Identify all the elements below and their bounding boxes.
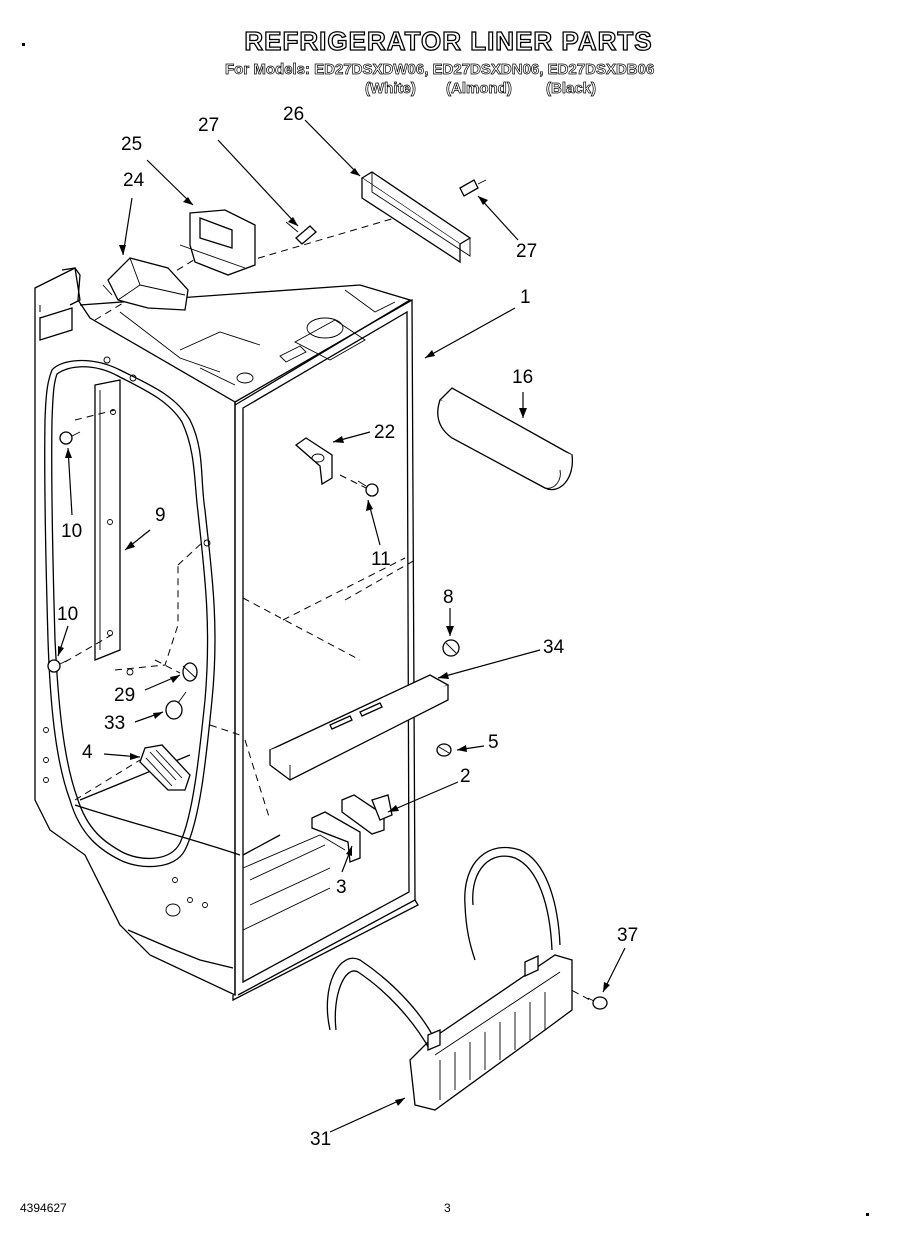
callout-5: 5 bbox=[488, 732, 499, 753]
callout-27-upper: 27 bbox=[198, 115, 219, 136]
part-33-bulb bbox=[165, 691, 187, 720]
callout-1: 1 bbox=[520, 287, 531, 308]
callout-10-lower: 10 bbox=[57, 604, 78, 625]
callout-11: 11 bbox=[371, 549, 391, 570]
callout-3: 3 bbox=[336, 877, 347, 898]
part-29-socket bbox=[182, 662, 198, 682]
liner-body bbox=[34, 214, 591, 1002]
variant-almond: (Almond) bbox=[446, 80, 513, 98]
part-3-bracket bbox=[311, 811, 361, 863]
callout-2: 2 bbox=[460, 766, 471, 787]
part-37-screw bbox=[587, 996, 608, 1010]
part-27-screw-right bbox=[459, 179, 487, 197]
models-line: For Models: ED27DSXDW06, ED27DSXDN06, ED… bbox=[225, 61, 655, 79]
callout-33: 33 bbox=[104, 713, 125, 734]
callout-24: 24 bbox=[123, 170, 145, 191]
page-title: REFRIGERATOR LINER PARTS bbox=[244, 25, 653, 56]
part-4-grille bbox=[139, 744, 191, 791]
callout-numbers: 25 27 26 24 27 1 16 22 10 9 11 8 10 34 2… bbox=[57, 104, 638, 1150]
part-34-support bbox=[268, 674, 450, 781]
callout-25: 25 bbox=[121, 134, 142, 155]
callout-37: 37 bbox=[617, 925, 638, 946]
part-10-screw-upper bbox=[59, 431, 81, 445]
callout-9: 9 bbox=[155, 505, 166, 526]
part-8-plug bbox=[442, 639, 460, 657]
callout-8: 8 bbox=[443, 587, 454, 608]
callout-34: 34 bbox=[543, 637, 565, 658]
part-25-bracket bbox=[179, 209, 256, 276]
callout-29: 29 bbox=[114, 685, 135, 706]
part-26-rail bbox=[360, 171, 472, 264]
part-5-nut bbox=[436, 743, 452, 757]
part-10-screw-lower bbox=[47, 659, 69, 673]
variant-black: (Black) bbox=[546, 80, 597, 98]
leader-lines bbox=[57, 119, 626, 1133]
callout-26: 26 bbox=[283, 104, 304, 125]
part-31-cover bbox=[326, 846, 573, 1111]
callout-22: 22 bbox=[374, 422, 395, 443]
part-2-bracket bbox=[341, 794, 393, 835]
callout-10-upper: 10 bbox=[61, 521, 82, 542]
callout-27-right: 27 bbox=[516, 241, 537, 262]
callout-31: 31 bbox=[310, 1129, 331, 1150]
callout-16: 16 bbox=[512, 367, 533, 388]
part-27-screw-left bbox=[285, 221, 317, 245]
page-number: 3 bbox=[444, 1201, 451, 1215]
part-22-bracket bbox=[294, 437, 333, 486]
part-11-screw bbox=[357, 480, 379, 497]
document-number: 4394627 bbox=[20, 1201, 67, 1215]
variant-white: (White) bbox=[365, 80, 417, 98]
callout-4: 4 bbox=[82, 742, 93, 763]
part-24-housing bbox=[102, 257, 189, 311]
part-16-channel bbox=[437, 387, 573, 491]
